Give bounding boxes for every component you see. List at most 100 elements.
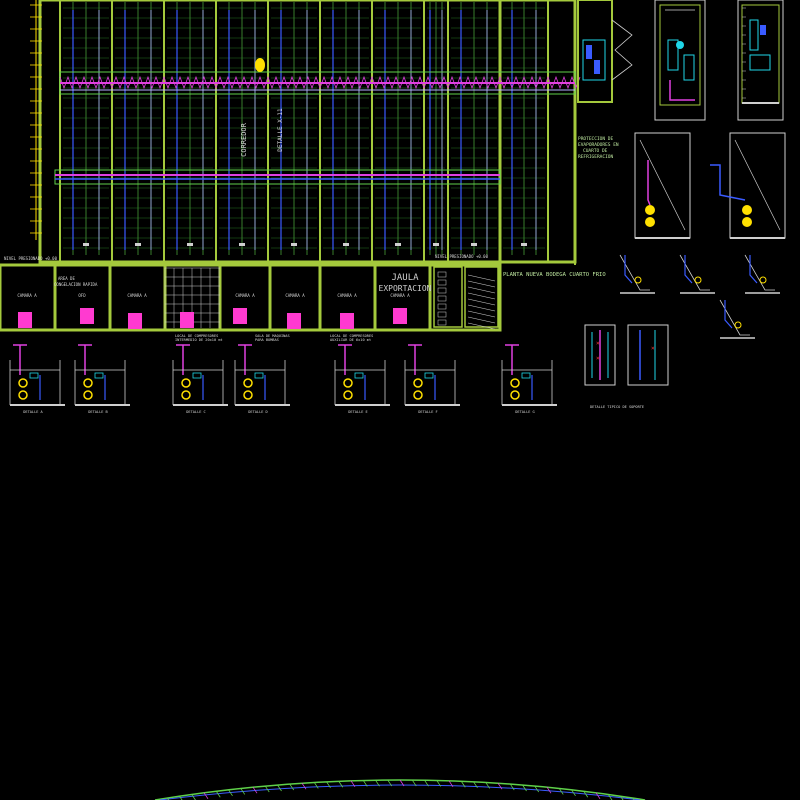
level-label-right: NIVEL PRESIONADO +0.00 bbox=[435, 254, 489, 259]
proteccion-line-3: CUARTO DE bbox=[583, 148, 608, 154]
fixture bbox=[437, 295, 447, 302]
detail-label: DETALLE B bbox=[88, 410, 107, 414]
fitting bbox=[29, 372, 39, 379]
equipment-unit bbox=[233, 308, 247, 324]
sub-note-right-1: LOCAL DE COMPRESORES bbox=[330, 334, 373, 338]
arc-member bbox=[620, 795, 624, 800]
valve bbox=[181, 378, 191, 388]
room-label: CAMARA A bbox=[17, 293, 37, 298]
room-label: CAMARA A bbox=[235, 293, 255, 298]
detail-section: DETALLE D bbox=[234, 344, 290, 414]
bracket bbox=[719, 299, 755, 339]
fitting bbox=[192, 372, 202, 379]
fitting bbox=[354, 372, 364, 379]
stair-step bbox=[467, 310, 496, 318]
arc-member bbox=[448, 780, 454, 788]
stair-lines bbox=[437, 271, 496, 330]
fitting bbox=[424, 372, 434, 379]
detail-section: DETALLE C bbox=[172, 344, 228, 414]
fixture bbox=[437, 319, 447, 326]
pipe bbox=[338, 344, 352, 375]
valve bbox=[413, 378, 423, 388]
stair-step bbox=[467, 274, 496, 282]
valve bbox=[694, 276, 702, 284]
evaporator-box-1 bbox=[634, 132, 691, 239]
pipe bbox=[505, 344, 519, 375]
valve bbox=[18, 390, 28, 400]
proteccion-line-4: REFRIGERACION bbox=[578, 154, 614, 160]
arc-member bbox=[399, 779, 405, 787]
level-label-left: NIVEL PRESIONADO +0.00 bbox=[4, 256, 58, 261]
valve bbox=[243, 378, 253, 388]
valve bbox=[343, 390, 353, 400]
valve bbox=[83, 390, 93, 400]
sub-note-right-2: AUXILIAR DE 6x10 mt bbox=[330, 338, 371, 342]
arched-truss-elevation bbox=[154, 779, 646, 800]
fitting bbox=[521, 372, 531, 379]
truss-zigzag bbox=[59, 75, 581, 90]
equipment-unit bbox=[340, 313, 354, 329]
equipment-units bbox=[18, 308, 407, 329]
valve bbox=[413, 390, 423, 400]
marker-icon bbox=[255, 58, 265, 72]
proteccion-line-1: PROTECCION DE bbox=[578, 136, 614, 142]
detail-label: DETALLE E bbox=[348, 410, 367, 414]
room-label: OFD bbox=[78, 293, 86, 298]
arc-member bbox=[497, 782, 503, 790]
right-view-ticks bbox=[742, 7, 746, 99]
jaula-label: JAULA bbox=[391, 273, 419, 283]
detail-section: DETALLE E bbox=[334, 344, 390, 414]
exportacion-label: EXPORTACION bbox=[379, 284, 432, 293]
bay-tag bbox=[471, 243, 477, 246]
arc-truss-members bbox=[155, 779, 646, 800]
arc-member bbox=[350, 780, 356, 788]
detail-label: DETALLE A bbox=[23, 410, 43, 414]
pipe bbox=[749, 255, 758, 284]
sub-note-center-1: SALA DE MAQUINAS bbox=[255, 334, 290, 338]
arc-member bbox=[607, 794, 613, 800]
bracket bbox=[679, 254, 715, 294]
bracket-arm bbox=[679, 254, 710, 291]
pipe bbox=[724, 300, 733, 329]
corridor-truss bbox=[59, 75, 581, 90]
stair-step bbox=[467, 286, 496, 294]
pipe bbox=[238, 344, 252, 375]
detail-x-label: DETALLE X-11 bbox=[277, 108, 284, 152]
equipment-unit bbox=[80, 308, 94, 324]
room-label: CAMARA A bbox=[285, 293, 305, 298]
fitting bbox=[254, 372, 264, 379]
stair-step bbox=[467, 280, 496, 288]
arc-member bbox=[411, 779, 417, 787]
main-floor-plan: CORREDOR DETALLE X-11 NIVEL PRESIONADO +… bbox=[4, 0, 581, 265]
valve bbox=[759, 276, 767, 284]
valve bbox=[18, 378, 28, 388]
sub-note-mid-1: LOCAL DE COMPRESORES bbox=[175, 334, 218, 338]
support-detail-2: × bbox=[627, 324, 669, 386]
arc-member bbox=[362, 780, 368, 787]
fixture bbox=[437, 311, 447, 318]
stair-step bbox=[467, 316, 496, 324]
arc-member bbox=[289, 783, 295, 791]
arc-member bbox=[473, 781, 478, 789]
valve bbox=[243, 390, 253, 400]
bay-tag bbox=[135, 243, 141, 246]
arc-member bbox=[595, 792, 601, 800]
valve bbox=[510, 378, 520, 388]
fitting bbox=[94, 372, 104, 379]
valve bbox=[343, 378, 353, 388]
right-side-details: PROTECCION DE EVAPORADORES EN CUARTO DE … bbox=[577, 0, 786, 409]
sub-note-mid-2: INTERMEDIO DE 20x10 mt bbox=[175, 338, 223, 342]
room-label: CAMARA A bbox=[337, 293, 357, 298]
bay-tag bbox=[239, 243, 245, 246]
equipment-unit bbox=[128, 313, 142, 329]
arc-member bbox=[546, 786, 552, 794]
bracket bbox=[744, 254, 780, 294]
fixture bbox=[437, 279, 447, 286]
arc-member bbox=[326, 781, 331, 789]
pipe bbox=[408, 344, 422, 375]
arc-member bbox=[240, 788, 246, 795]
detail-label: DETALLE D bbox=[248, 410, 267, 414]
stair-step bbox=[467, 292, 496, 300]
